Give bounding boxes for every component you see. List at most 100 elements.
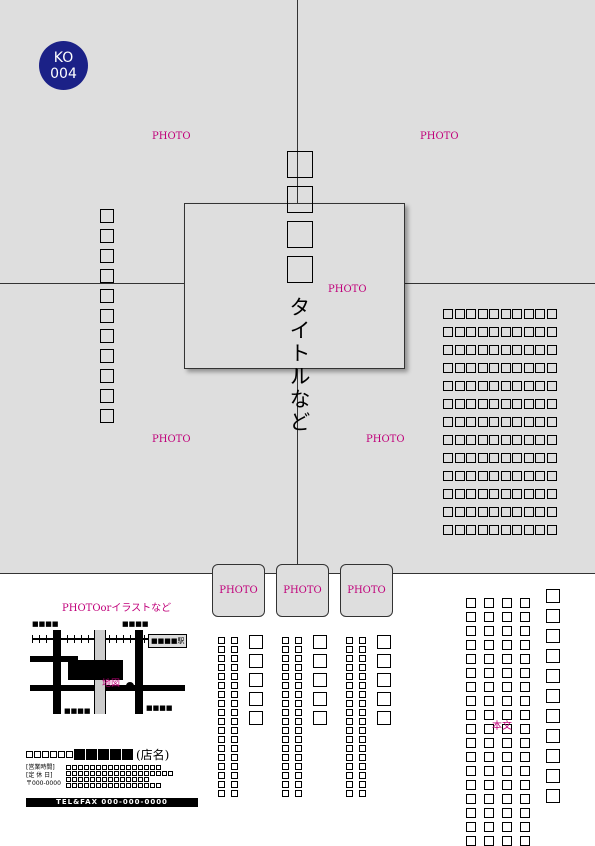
placeholder-char <box>535 399 545 409</box>
placeholder-char <box>535 309 545 319</box>
placeholder-char <box>231 700 238 707</box>
placeholder-char <box>466 612 476 622</box>
placeholder-char <box>168 771 173 776</box>
placeholder-char <box>489 435 499 445</box>
right-big-column <box>546 589 560 803</box>
placeholder-char <box>377 692 391 706</box>
placeholder-char <box>512 435 522 445</box>
placeholder-char <box>359 718 366 725</box>
placeholder-char <box>512 327 522 337</box>
placeholder-char <box>282 646 289 653</box>
title-boxes <box>287 151 313 283</box>
placeholder-char <box>546 689 560 703</box>
placeholder-char <box>454 489 465 499</box>
placeholder-char <box>502 710 512 720</box>
placeholder-char <box>546 453 557 463</box>
placeholder-char <box>477 525 488 535</box>
placeholder-char <box>102 777 107 782</box>
placeholder-char <box>502 822 512 832</box>
placeholder-char <box>359 709 366 716</box>
placeholder-char <box>359 637 366 644</box>
placeholder-char <box>502 640 512 650</box>
placeholder-char <box>523 507 534 517</box>
placeholder-char <box>126 783 131 788</box>
address-row <box>66 777 173 782</box>
placeholder-char <box>295 691 302 698</box>
body-text-column <box>502 598 512 846</box>
placeholder-char <box>520 794 530 804</box>
placeholder-char <box>156 783 161 788</box>
placeholder-char <box>477 327 488 337</box>
placeholder-char <box>546 789 560 803</box>
menu-text-column <box>295 637 302 797</box>
placeholder-char <box>477 363 488 373</box>
placeholder-char <box>466 682 476 692</box>
placeholder-char <box>346 700 353 707</box>
map-block-label: ■■■■ <box>64 707 91 715</box>
placeholder-char <box>546 471 557 481</box>
placeholder-char <box>477 381 488 391</box>
placeholder-char <box>100 329 114 343</box>
business-info: [営業時間] [定 休 日] 〒000-0000 <box>26 764 61 788</box>
map-label: 地図 <box>102 679 121 689</box>
placeholder-char <box>512 345 522 355</box>
placeholder-char <box>231 745 238 752</box>
placeholder-char <box>218 700 225 707</box>
placeholder-char <box>443 471 453 481</box>
placeholder-char <box>523 453 534 463</box>
placeholder-char <box>523 327 534 337</box>
placeholder-char <box>546 769 560 783</box>
placeholder-char <box>132 777 137 782</box>
store-name-block <box>98 749 109 760</box>
placeholder-char <box>218 664 225 671</box>
placeholder-char <box>359 790 366 797</box>
placeholder-char <box>489 345 499 355</box>
placeholder-char <box>102 771 107 776</box>
placeholder-char <box>523 309 534 319</box>
placeholder-char <box>546 399 557 409</box>
placeholder-char <box>231 781 238 788</box>
center-photo-frame <box>184 203 405 369</box>
placeholder-char <box>489 309 499 319</box>
placeholder-char <box>489 489 499 499</box>
address-row <box>66 771 173 776</box>
placeholder-char <box>502 696 512 706</box>
placeholder-char <box>466 309 476 319</box>
placeholder-char <box>477 489 488 499</box>
placeholder-char <box>484 724 494 734</box>
menu-text-column <box>359 637 366 797</box>
placeholder-char <box>249 711 263 725</box>
building <box>68 660 123 680</box>
placeholder-char <box>218 646 225 653</box>
placeholder-char <box>218 655 225 662</box>
text-row <box>443 417 557 427</box>
placeholder-char <box>108 771 113 776</box>
placeholder-char <box>520 598 530 608</box>
placeholder-char <box>162 771 167 776</box>
placeholder-char <box>78 765 83 770</box>
store-location-marker <box>126 682 134 690</box>
badge-line1: KO <box>53 49 74 66</box>
placeholder-char <box>282 700 289 707</box>
photo-label-center: PHOTO <box>328 284 367 295</box>
closed-day: [定 休 日] <box>26 772 61 780</box>
store-name-block <box>74 749 85 760</box>
placeholder-char <box>500 471 511 481</box>
placeholder-char <box>295 673 302 680</box>
placeholder-char <box>295 790 302 797</box>
placeholder-char <box>295 727 302 734</box>
placeholder-char <box>138 771 143 776</box>
placeholder-char <box>144 771 149 776</box>
placeholder-char <box>249 654 263 668</box>
placeholder-char <box>523 363 534 373</box>
placeholder-char <box>120 777 125 782</box>
placeholder-char <box>502 752 512 762</box>
small-photo-2: PHOTO <box>276 564 329 617</box>
placeholder-char <box>359 736 366 743</box>
placeholder-char <box>377 654 391 668</box>
placeholder-char <box>231 655 238 662</box>
menu-title-column <box>313 635 327 725</box>
placeholder-char <box>108 783 113 788</box>
placeholder-char <box>502 738 512 748</box>
store-name-block <box>122 749 133 760</box>
